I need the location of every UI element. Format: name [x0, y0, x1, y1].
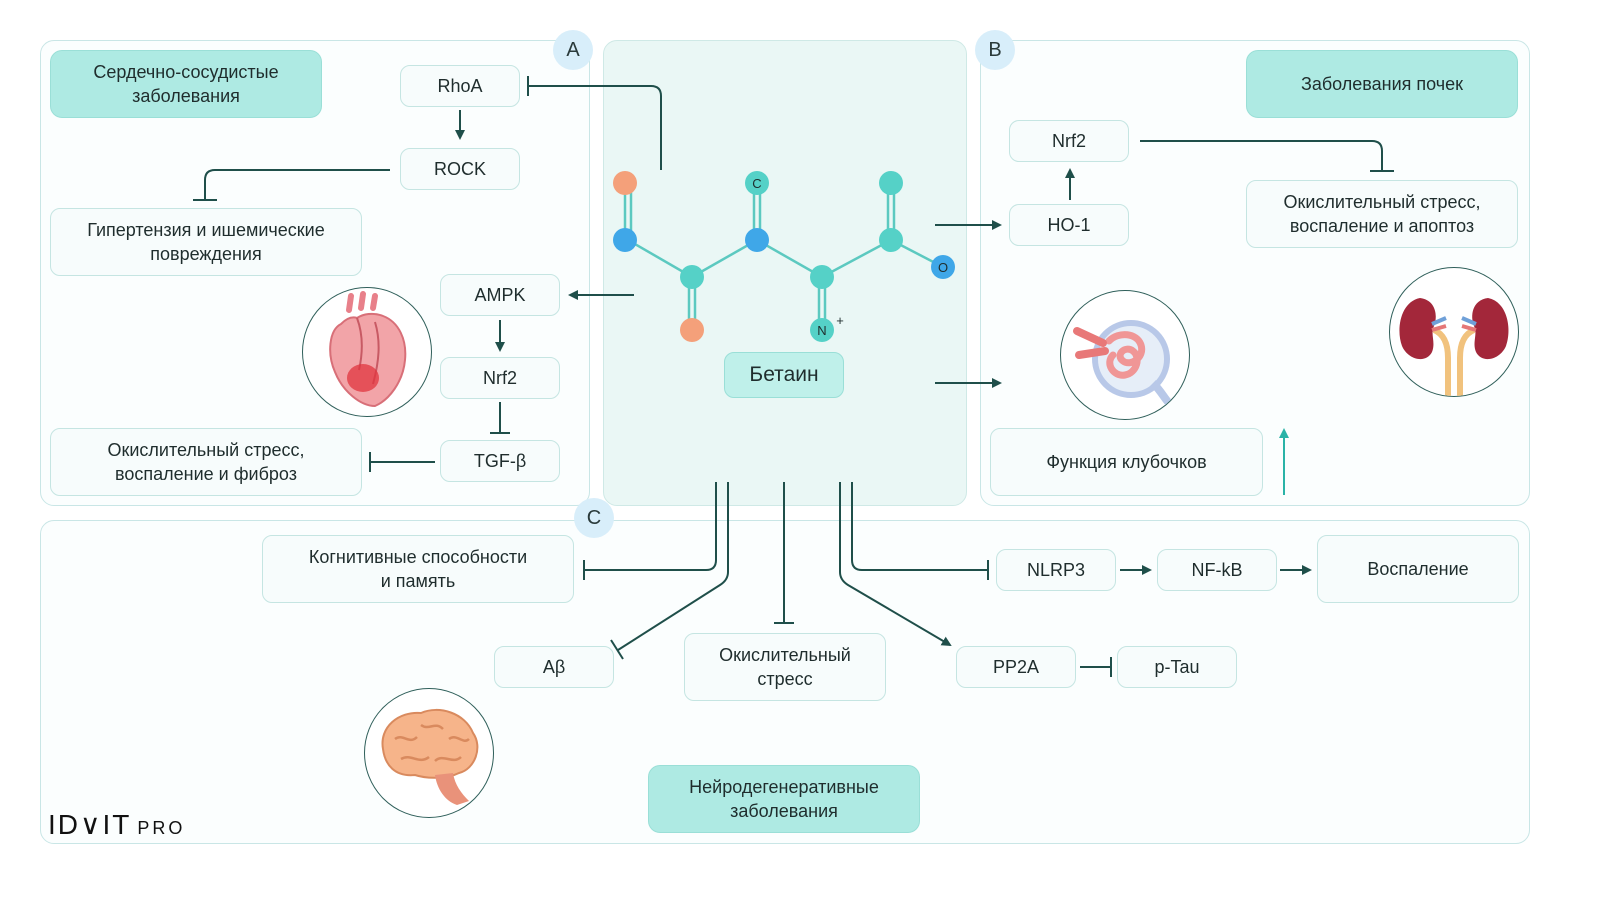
section-c-badge: C [574, 498, 614, 538]
betaine-molecule [623, 183, 944, 330]
atom-label-n-charge: + [836, 313, 844, 328]
section-b-badge: B [975, 30, 1015, 70]
node-glomerular-function: Функция клубочков [990, 428, 1263, 496]
node-nlrp3: NLRP3 [996, 549, 1116, 591]
node-rock: ROCK [400, 148, 520, 190]
node-inflammation: Воспаление [1317, 535, 1519, 603]
node-oxid-stress: Окислительный стресс [684, 633, 886, 701]
node-abeta: Aβ [494, 646, 614, 688]
logo-suffix: PRO [137, 818, 186, 838]
node-ampk: AMPK [440, 274, 560, 316]
node-oxid-fibrosis: Окислительный стресс, воспаление и фибро… [50, 428, 362, 496]
section-a-title: Сердечно-сосудистые заболевания [50, 50, 322, 118]
atom-label-n: N [817, 323, 826, 338]
node-tgfb: TGF-β [440, 440, 560, 482]
node-nfkb: NF-kB [1157, 549, 1277, 591]
section-c-title: Нейродегенеративные заболевания [648, 765, 920, 833]
section-a-badge: A [553, 30, 593, 70]
node-ptau: p-Tau [1117, 646, 1237, 688]
node-rhoa: RhoA [400, 65, 520, 107]
node-hypertension: Гипертензия и ишемические повреждения [50, 208, 362, 276]
section-b-title: Заболевания почек [1246, 50, 1518, 118]
betaine-label: Бетаин [724, 352, 844, 398]
node-nrf2-b: Nrf2 [1009, 120, 1129, 162]
brain-icon [364, 688, 494, 818]
heart-icon [302, 287, 432, 417]
betaine-atoms [613, 171, 955, 342]
glomerulus-icon [1060, 290, 1190, 420]
node-nrf2-a: Nrf2 [440, 357, 560, 399]
node-ho1: HO-1 [1009, 204, 1129, 246]
node-pp2a: PP2A [956, 646, 1076, 688]
logo-main: ID∨IT [48, 809, 132, 840]
node-cognitive: Когнитивные способности и память [262, 535, 574, 603]
kidneys-icon [1389, 267, 1519, 397]
betaine-panel [603, 40, 967, 506]
node-oxid-apoptosis: Окислительный стресс, воспаление и апопт… [1246, 180, 1518, 248]
atom-label-o: O [938, 260, 948, 275]
atom-label-c: C [752, 176, 761, 191]
